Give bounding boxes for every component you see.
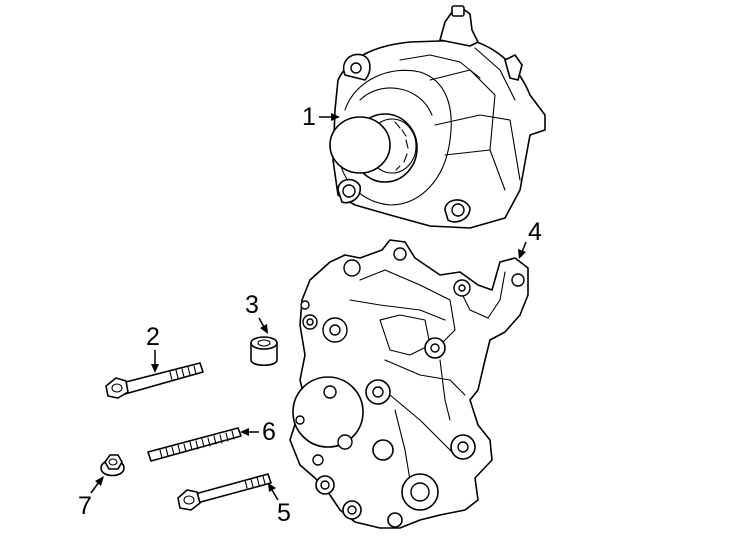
callout-6-number: 6 <box>262 418 276 446</box>
callout-1-number: 1 <box>302 103 316 131</box>
callout-4-number: 4 <box>528 218 542 246</box>
flange-nut <box>100 454 125 477</box>
long-bolt <box>105 362 204 399</box>
callout-6: 6 <box>240 418 276 446</box>
spacer <box>250 336 278 367</box>
mounting-bracket <box>289 239 529 529</box>
callout-7: 7 <box>78 476 104 520</box>
short-bolt <box>177 473 272 511</box>
callout-2-number: 2 <box>146 323 160 351</box>
callout-5-number: 5 <box>277 499 291 527</box>
alternator <box>329 5 546 229</box>
callout-5: 5 <box>268 483 291 527</box>
callout-4: 4 <box>518 218 542 259</box>
callout-3: 3 <box>245 291 268 334</box>
callout-2: 2 <box>146 323 160 373</box>
threaded-stud <box>147 427 242 462</box>
callout-1: 1 <box>302 103 340 131</box>
callout-7-number: 7 <box>78 492 92 520</box>
callout-3-number: 3 <box>245 291 259 319</box>
